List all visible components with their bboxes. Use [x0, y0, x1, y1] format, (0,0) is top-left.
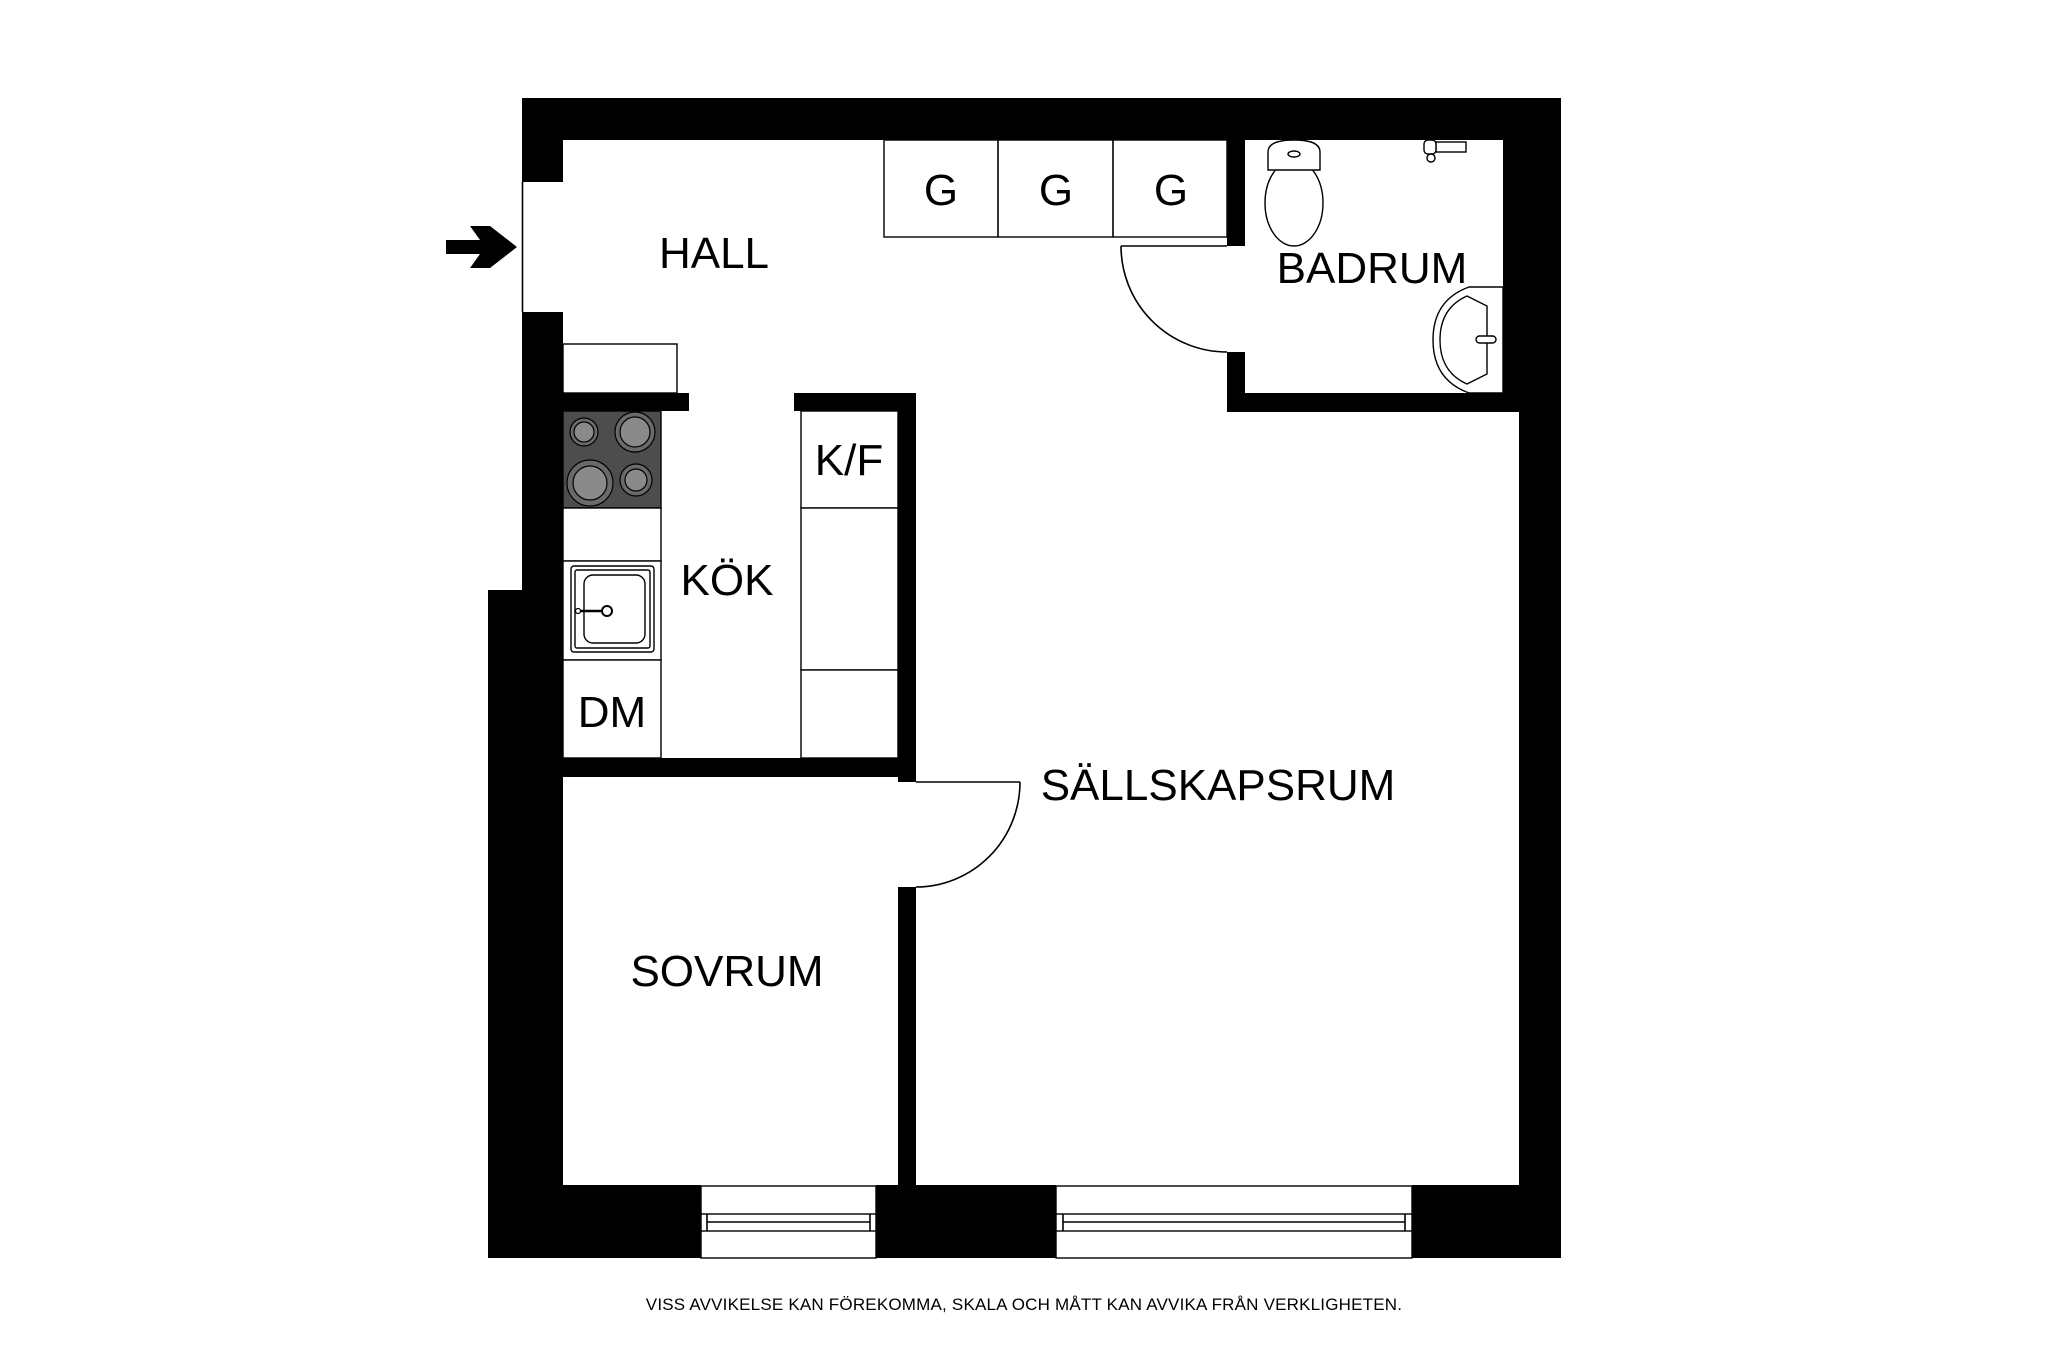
cabinet [800, 507, 899, 671]
washbasin-icon [1432, 286, 1504, 394]
wardrobe-label: G [924, 166, 958, 215]
outer-walls [488, 98, 1561, 1258]
cabinet [800, 669, 899, 759]
room-label-hall: HALL [659, 229, 769, 278]
dishwasher-label: DM [578, 688, 646, 737]
wardrobes [883, 139, 1228, 238]
sink-icon [562, 560, 662, 661]
disclaimer-text: VISS AVVIKELSE KAN FÖREKOMMA, SKALA OCH … [645, 1295, 1403, 1314]
room-label-sovrum: SOVRUM [630, 947, 823, 996]
wardrobe-label: G [1039, 166, 1073, 215]
fridge-freezer [800, 410, 899, 509]
badrum-door [1120, 245, 1228, 353]
window-sovrum [700, 1185, 877, 1259]
sovrum-door [915, 781, 1021, 888]
stove-icon [562, 410, 662, 509]
toilet-icon [1264, 139, 1324, 247]
interior-walls [563, 140, 1561, 1258]
wardrobe-label: G [1154, 166, 1188, 215]
arrow-right-icon [446, 226, 517, 268]
counter [562, 507, 662, 562]
fridge-freezer-label: K/F [815, 436, 883, 485]
shower-mixer-icon [1423, 139, 1467, 163]
room-label-sallskapsrum: SÄLLSKAPSRUM [1041, 761, 1396, 810]
room-label-badrum: BADRUM [1277, 244, 1468, 293]
entrance [446, 182, 524, 312]
window-sallskapsrum [1055, 1185, 1413, 1259]
hall-shelf [562, 343, 678, 394]
dishwasher [562, 659, 662, 759]
room-label-kok: KÖK [681, 556, 774, 605]
